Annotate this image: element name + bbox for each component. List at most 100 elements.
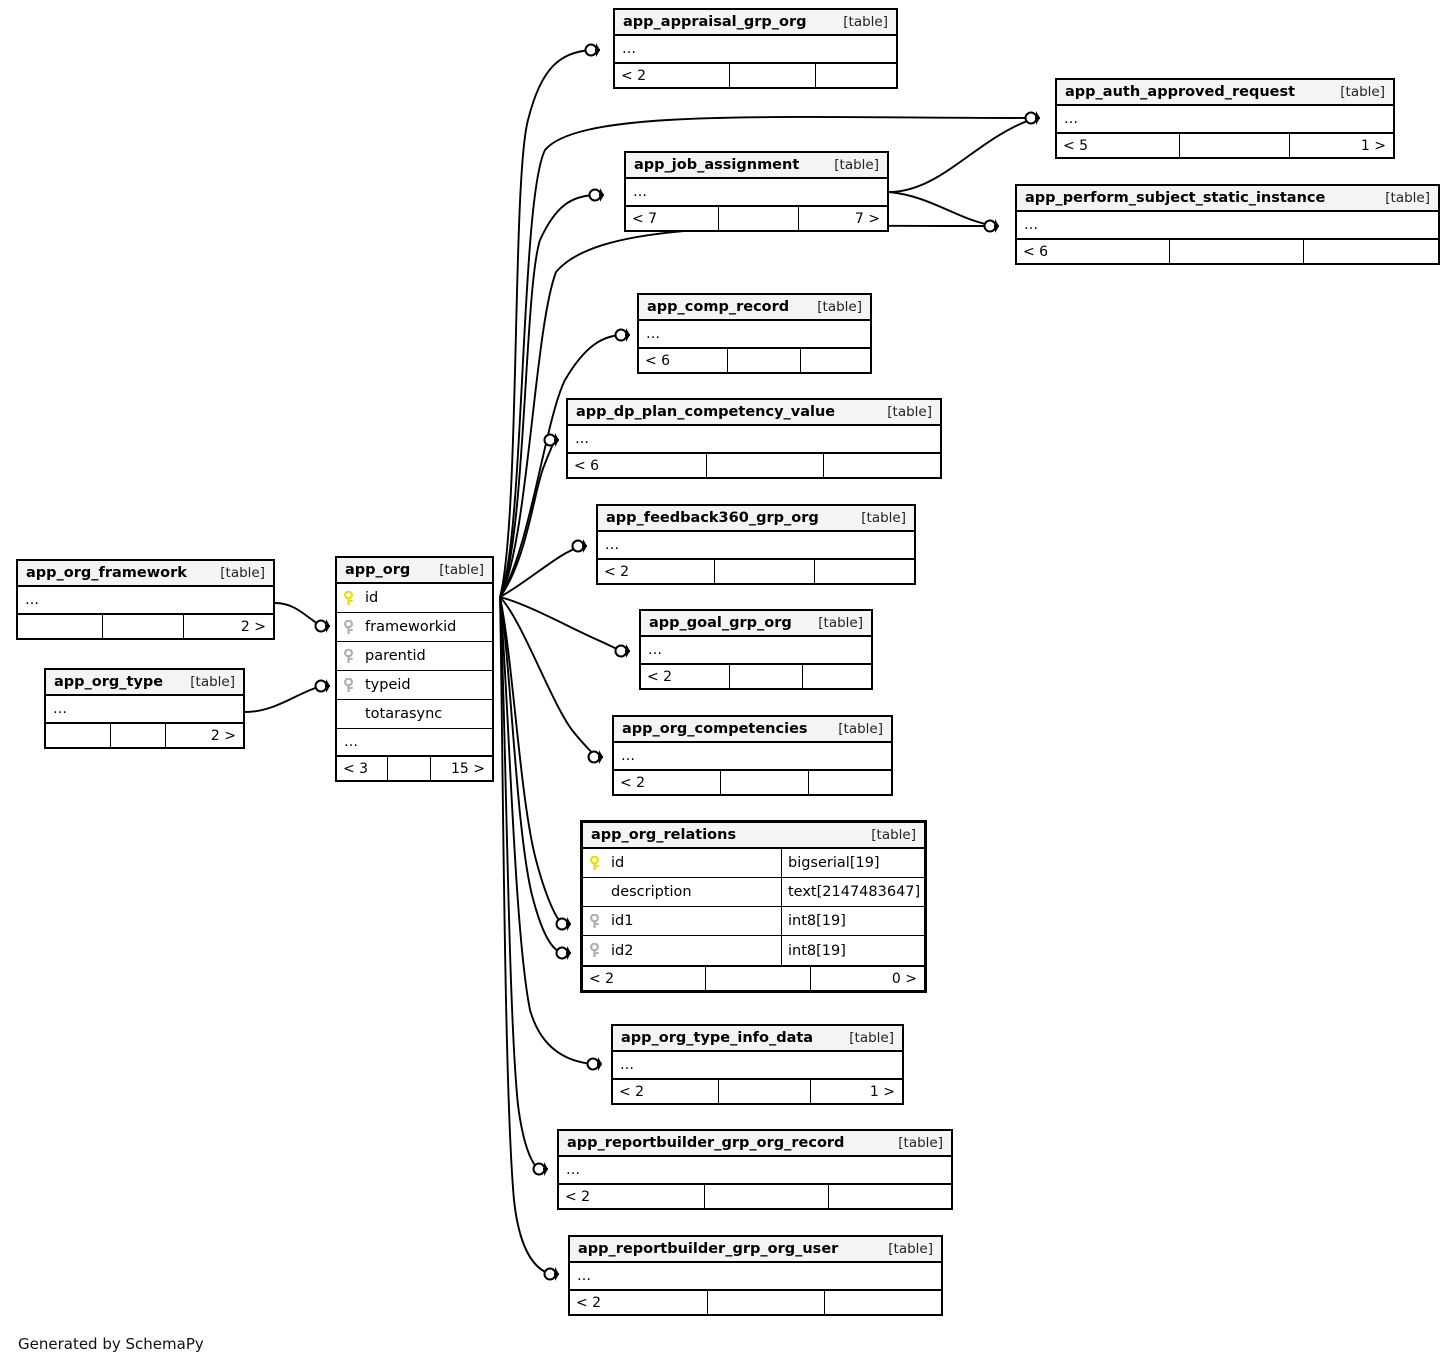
- table-header: app_org_type[table]: [46, 670, 243, 696]
- table-type-tag: [table]: [818, 614, 863, 631]
- footer-cell-mid: [102, 615, 183, 638]
- crowfoot-app-feedback360-grp-org: [571, 538, 588, 554]
- table-columns: …: [568, 426, 940, 452]
- table-name: app_comp_record: [647, 298, 790, 315]
- table-app-org-type[interactable]: app_org_type[table]…2 >: [44, 668, 245, 749]
- footer-cell-mid: [1179, 134, 1289, 157]
- table-app-org-competencies[interactable]: app_org_competencies[table]…< 2: [612, 715, 893, 796]
- more-columns-ellipsis: …: [598, 532, 914, 558]
- table-app-reportbuilder-grp-org-record[interactable]: app_reportbuilder_grp_org_record[table]……: [557, 1129, 953, 1210]
- table-app-reportbuilder-grp-org-user[interactable]: app_reportbuilder_grp_org_user[table]…< …: [568, 1235, 943, 1316]
- more-columns-ellipsis: …: [1057, 106, 1393, 132]
- table-type-tag: [table]: [888, 1240, 933, 1257]
- crowfoot-app-job-assignment: [588, 187, 605, 203]
- table-header: app_appraisal_grp_org [table]: [615, 10, 896, 36]
- crowfoot-app-dp-plan-competency-value: [543, 432, 560, 448]
- footer-cell-mid: [727, 349, 800, 372]
- table-name: app_dp_plan_competency_value: [576, 403, 836, 420]
- footer-cell-right: [828, 1185, 951, 1208]
- column-row[interactable]: frameworkid: [337, 613, 492, 642]
- column-type: text[2147483647]: [781, 878, 924, 906]
- table-type-tag: [table]: [861, 509, 906, 526]
- footer-cell-right: 1 >: [810, 1080, 902, 1103]
- footer-cell-left: < 2: [589, 970, 615, 987]
- table-app-perform-subject-static-instance[interactable]: app_perform_subject_static_instance[tabl…: [1015, 184, 1440, 265]
- column-row[interactable]: parentid: [337, 642, 492, 671]
- table-name: app_appraisal_grp_org: [623, 13, 807, 30]
- table-header: app_reportbuilder_grp_org_record[table]: [559, 1131, 951, 1157]
- column-row[interactable]: typeid: [337, 671, 492, 700]
- column-name-cell: totarasync: [337, 706, 492, 722]
- more-columns-ellipsis: …: [639, 321, 870, 347]
- table-app-feedback360-grp-org[interactable]: app_feedback360_grp_org[table]…< 2: [596, 504, 916, 585]
- key-icon-primary: [344, 590, 357, 606]
- footer-cell-right: [802, 665, 871, 688]
- more-columns-ellipsis: …: [46, 696, 243, 722]
- footer-cell-right: [814, 560, 914, 583]
- table-type-tag: [table]: [843, 13, 888, 30]
- footer-cell-left: < 2: [604, 563, 630, 580]
- footer-cell-mid: [706, 454, 823, 477]
- crowfoot-app-reportbuilder-grp-org-record: [532, 1161, 549, 1177]
- column-name-cell: id2: [583, 943, 781, 959]
- table-type-tag: [table]: [887, 403, 932, 420]
- column-row[interactable]: totarasync: [337, 700, 492, 729]
- table-columns: …: [613, 1052, 902, 1078]
- column-name-cell: typeid: [337, 677, 492, 693]
- more-columns-ellipsis: …: [1017, 212, 1438, 238]
- crowfoot-app-org-typeid: [314, 678, 331, 694]
- table-columns: …: [641, 637, 871, 663]
- footer-cell-mid: [110, 724, 165, 747]
- footer-cell-left: < 6: [574, 457, 600, 474]
- table-header: app_reportbuilder_grp_org_user[table]: [570, 1237, 941, 1263]
- table-header: app_org_framework[table]: [18, 561, 273, 587]
- table-header: app_perform_subject_static_instance[tabl…: [1017, 186, 1438, 212]
- footer-cell-mid: [707, 1291, 824, 1314]
- footer-cell-mid: [729, 64, 815, 87]
- table-type-tag: [table]: [849, 1029, 894, 1046]
- footer-cell-left: < 6: [645, 352, 671, 369]
- footer-cell-left: < 5: [1063, 137, 1089, 154]
- footer-cell-right: [815, 64, 896, 87]
- table-type-tag: [table]: [220, 564, 265, 581]
- more-columns-ellipsis: …: [626, 179, 887, 205]
- table-header: app_goal_grp_org[table]: [641, 611, 871, 637]
- footer-cell-right: [1303, 240, 1438, 263]
- table-app-dp-plan-competency-value[interactable]: app_dp_plan_competency_value [table] … < 6: [566, 398, 942, 479]
- more-columns-ellipsis: …: [641, 637, 871, 663]
- footer-cell-right: 2 >: [165, 724, 243, 747]
- table-app-comp-record[interactable]: app_comp_record[table]…< 6: [637, 293, 872, 374]
- footer-cell-right: 0 >: [810, 967, 924, 990]
- footer-cell-mid: [704, 1185, 828, 1208]
- column-name-cell: frameworkid: [337, 619, 492, 635]
- column-name-cell: parentid: [337, 648, 492, 664]
- table-app-appraisal-grp-org[interactable]: app_appraisal_grp_org[table]…< 2: [613, 8, 898, 89]
- table-app-goal-grp-org[interactable]: app_goal_grp_org[table]…< 2: [639, 609, 873, 690]
- table-footer: < 2: [559, 1183, 951, 1208]
- footer-cell-left: < 7: [632, 210, 658, 227]
- footer-cell-left: < 2: [620, 774, 646, 791]
- column-label: id: [365, 590, 379, 606]
- table-name: app_auth_approved_request: [1065, 83, 1296, 100]
- table-type-tag: [table]: [838, 720, 883, 737]
- column-row[interactable]: id: [337, 584, 492, 613]
- table-app-org-framework[interactable]: app_org_framework[table]…2 >: [16, 559, 275, 640]
- column-label: totarasync: [365, 706, 443, 722]
- column-label: parentid: [365, 648, 426, 664]
- footer-cell-mid: [720, 771, 808, 794]
- footer-cell-left: [46, 724, 110, 747]
- crowfoot-app-goal-grp-org: [614, 643, 631, 659]
- table-type-tag: [table]: [871, 826, 916, 843]
